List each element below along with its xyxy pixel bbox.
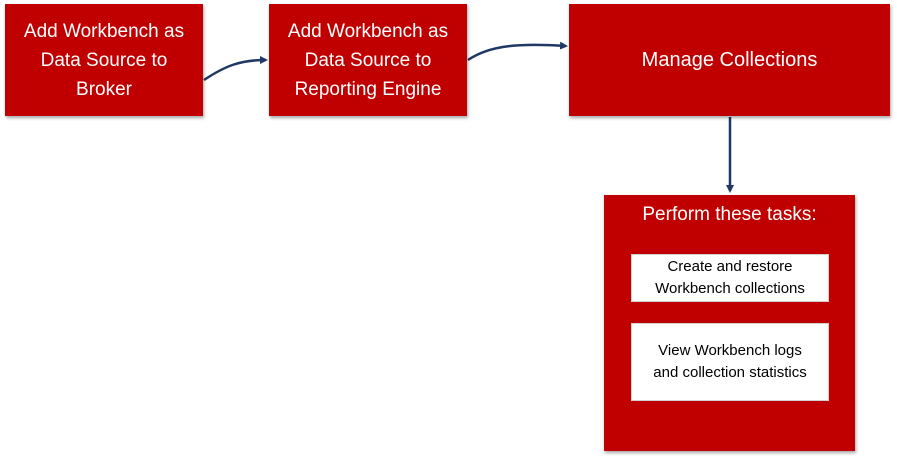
connector-step1-to-step2 — [203, 56, 268, 82]
step-1-box: Add Workbench as Data Source to Broker — [5, 4, 203, 116]
step-2-box: Add Workbench as Data Source to Reportin… — [269, 4, 467, 116]
connector-step2-to-step3 — [467, 41, 568, 62]
task-2-label: View Workbench logs and collection stati… — [653, 342, 807, 381]
task-1-label: Create and restore Workbench collections — [655, 258, 805, 297]
task-create-restore-box: Create and restore Workbench collections — [631, 254, 829, 302]
step-1-label: Add Workbench as Data Source to Broker — [23, 20, 185, 100]
step-3-label: Manage Collections — [641, 48, 818, 71]
task-view-logs-box: View Workbench logs and collection stati… — [631, 323, 829, 401]
step-2-label: Add Workbench as Data Source to Reportin… — [287, 20, 449, 100]
tasks-panel: Perform these tasks: Create and restore … — [604, 195, 855, 451]
tasks-panel-heading: Perform these tasks: — [642, 204, 817, 225]
step-3-box: Manage Collections — [569, 4, 890, 116]
